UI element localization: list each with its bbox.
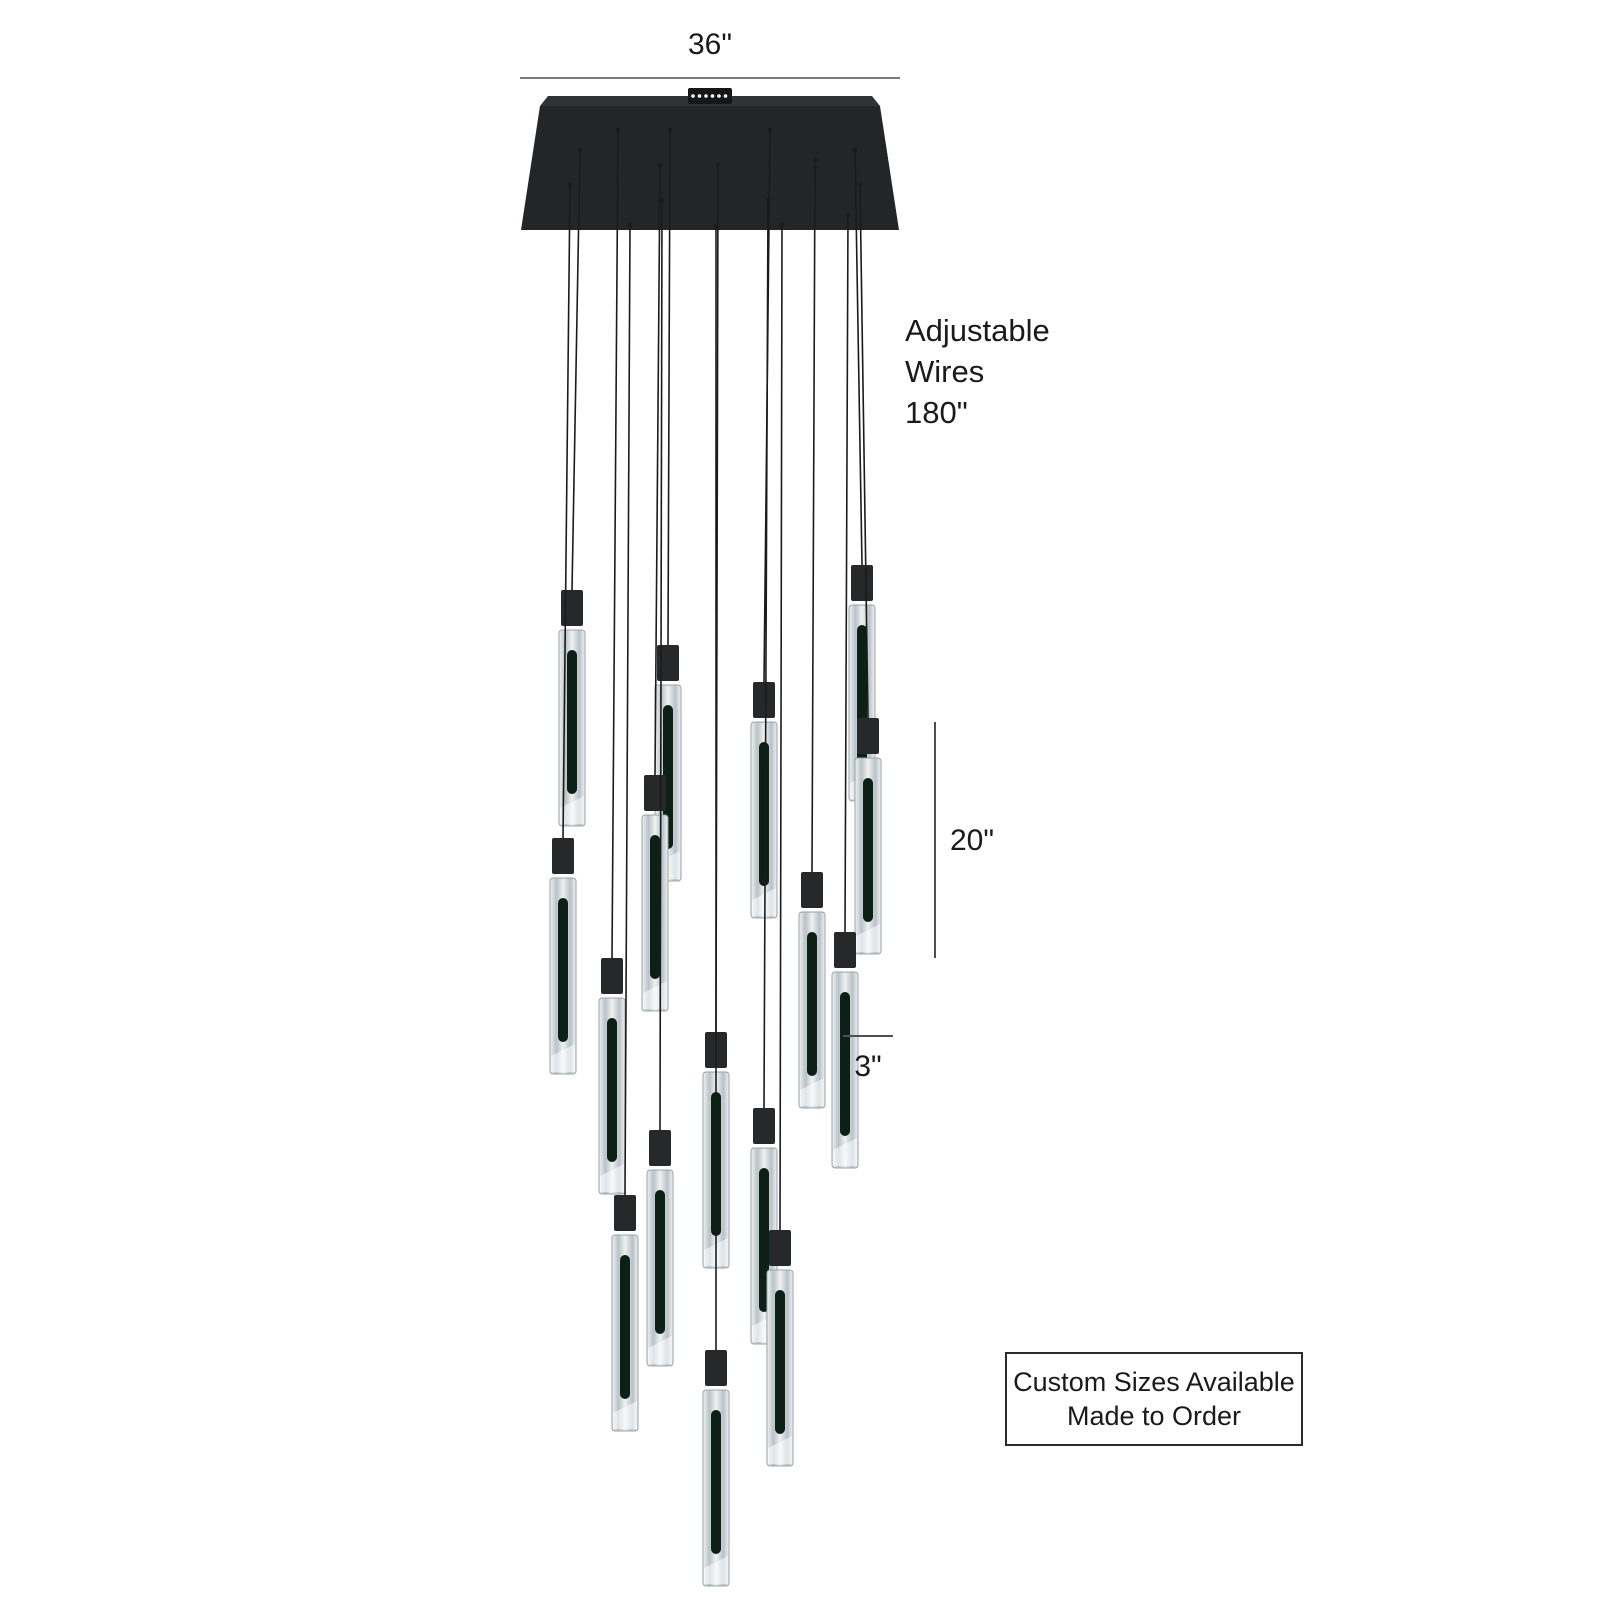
pendant-cap: [753, 682, 775, 718]
pendant-cap: [614, 1195, 636, 1231]
pendant-light: [798, 157, 826, 1109]
pendant-light: [831, 212, 859, 1169]
crystal-tip-facet: [856, 924, 880, 952]
crystal-tip-facet: [551, 1044, 575, 1072]
led-core: [650, 835, 660, 979]
crystal-tip-facet: [704, 1556, 728, 1584]
pendant-cap: [644, 775, 666, 811]
suspension-wire: [562, 184, 571, 839]
pendant-light: [848, 147, 876, 802]
pendant-cap: [834, 932, 856, 968]
crystal-tip-facet: [800, 1078, 824, 1106]
led-core: [607, 1018, 617, 1162]
suspension-wire: [624, 224, 631, 1196]
pendant-cap: [601, 958, 623, 994]
crystal-tip-facet: [613, 1401, 637, 1429]
suspension-wire: [854, 149, 863, 566]
connector-terminal-dots: [691, 94, 728, 98]
pendant-cap: [552, 838, 574, 874]
pendants-layer: [549, 127, 882, 1587]
led-core: [620, 1255, 630, 1399]
led-core: [807, 932, 817, 1076]
pendant-width-label: 3": [854, 1050, 882, 1083]
canopy-face: [521, 106, 899, 230]
led-core: [655, 1190, 665, 1334]
pendant-cap: [649, 1130, 671, 1166]
pendant-light: [766, 222, 794, 1467]
suspension-wire: [654, 164, 661, 776]
pendant-light: [598, 127, 626, 1195]
pendant-light: [854, 182, 882, 955]
pendant-light: [558, 147, 586, 827]
suspension-wire: [844, 214, 849, 933]
led-core: [775, 1290, 785, 1434]
suspension-wire: [779, 224, 783, 1231]
ceiling-canopy: [521, 88, 899, 230]
led-core: [567, 650, 577, 794]
crystal-tip-facet: [768, 1436, 792, 1464]
pendant-height-label: 20": [950, 824, 995, 857]
pendant-light: [611, 222, 639, 1432]
pendant-cap: [561, 590, 583, 626]
pendant-cap: [801, 872, 823, 908]
canopy-connector-block: [688, 88, 732, 104]
crystal-tip-facet: [560, 796, 584, 824]
suspension-wire: [811, 159, 816, 873]
pendant-light: [549, 182, 577, 1075]
custom-sizes-note-box: Custom Sizes Available Made to Order: [1005, 1352, 1303, 1446]
pendant-cap: [769, 1230, 791, 1266]
adjustable-wires-line3: 180": [905, 395, 968, 430]
adjustable-wires-line1: Adjustable: [905, 313, 1050, 348]
crystal-tip-facet: [648, 1336, 672, 1364]
crystal-tip-facet: [600, 1164, 624, 1192]
custom-sizes-line1: Custom Sizes Available: [1013, 1367, 1295, 1397]
led-core: [840, 992, 850, 1136]
canopy-width-label: 36": [687, 28, 733, 61]
adjustable-wires-line2: Wires: [905, 354, 985, 389]
suspension-wire: [611, 129, 619, 959]
crystal-tip-facet: [833, 1138, 857, 1166]
adjustable-wires-note: Adjustable Wires 180": [905, 310, 1050, 433]
led-core: [759, 742, 769, 886]
led-core: [663, 705, 673, 849]
pendant-cap: [657, 645, 679, 681]
crystal-tip-facet: [752, 888, 776, 916]
pendant-cap: [851, 565, 873, 601]
pendant-cap: [705, 1350, 727, 1386]
suspension-wire: [763, 199, 769, 1109]
suspension-wire: [571, 149, 581, 591]
pendant-cap: [857, 718, 879, 754]
pendant-cap: [753, 1108, 775, 1144]
pendant-light: [641, 162, 669, 1012]
led-core: [863, 778, 873, 922]
led-core: [558, 898, 568, 1042]
pendant-light: [750, 127, 778, 919]
pendant-light: [646, 197, 674, 1367]
custom-sizes-line2: Made to Order: [1066, 1401, 1242, 1431]
pendant-light: [702, 223, 730, 1587]
suspension-wire: [667, 129, 671, 646]
suspension-wire: [859, 184, 869, 719]
led-core: [711, 1410, 721, 1554]
suspension-wire: [659, 199, 663, 1131]
